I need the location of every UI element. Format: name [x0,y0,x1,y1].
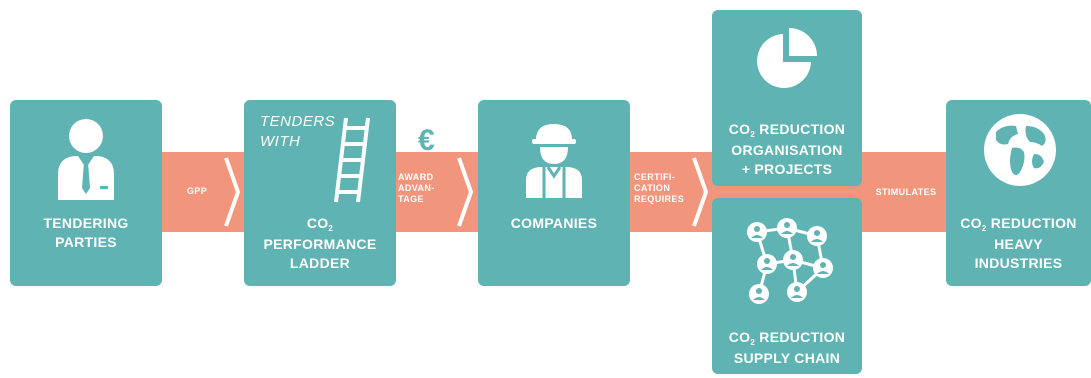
box-co2-reduction-organisation: CO2 REDUCTION ORGANISATION + PROJECTS [712,10,862,186]
label-tendering-parties: TENDERING PARTIES [43,215,129,250]
construction-worker-icon [526,124,582,198]
euro-icon: € [418,124,435,157]
pie-chart-icon [757,28,817,88]
label-co2-performance-ladder: CO2 PERFORMANCE LADDER [263,215,377,271]
label-co2-reduction-organisation: CO2 REDUCTION ORGANISATION + PROJECTS [728,121,846,177]
box-co2-performance-ladder: TENDERS WITH CO2 PERFORMANCE LADDER [244,100,396,286]
label-co2-reduction-heavy-industries: CO2 REDUCTION HEAVY INDUSTRIES [960,215,1077,271]
network-icon [747,218,833,304]
box-companies: COMPANIES [478,100,630,286]
businessman-icon [58,119,114,200]
connector-gpp: GPP [186,186,208,196]
connector-stimulates: STIMULATES [875,187,937,197]
chevron-arrow-icon [690,152,710,232]
ladder-icon [334,117,370,203]
chevron-arrow-icon [455,152,475,232]
label-companies: COMPANIES [510,215,598,231]
chevron-arrow-icon [222,152,242,232]
label-co2-reduction-supply-chain: CO2 REDUCTION SUPPLY CHAIN [728,329,846,366]
box-tendering-parties: TENDERING PARTIES [10,100,162,286]
globe-icon [984,114,1056,186]
label-tenders-with: TENDERS WITH [260,113,336,150]
connector-award-advantage: AWARD ADVAN- TAGE [398,172,435,204]
box-co2-reduction-supply-chain: CO2 REDUCTION SUPPLY CHAIN [712,198,862,374]
box-co2-reduction-heavy-industries: CO2 REDUCTION HEAVY INDUSTRIES [946,100,1091,286]
connector-certification-requires: CERTIFI- CATION REQUIRES [634,172,685,204]
